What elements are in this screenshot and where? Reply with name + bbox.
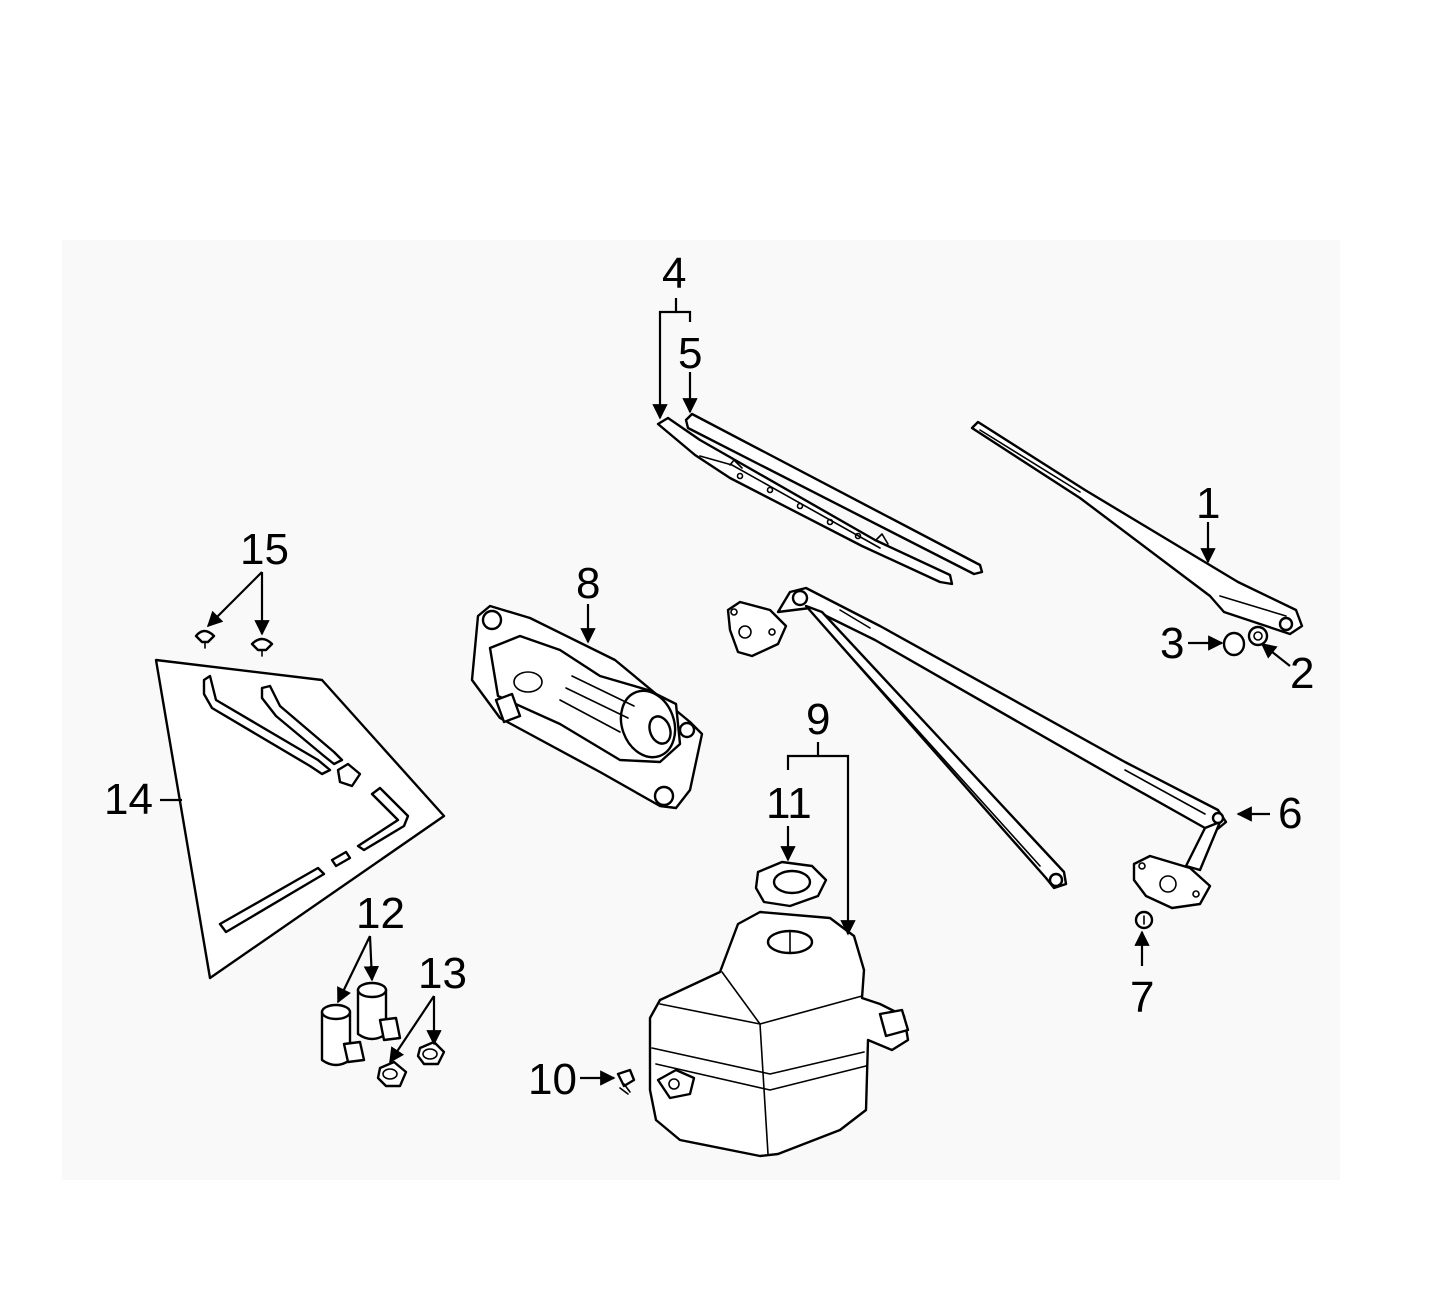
nut-part-2: [1247, 625, 1269, 647]
callout-10: 10: [528, 1055, 577, 1104]
callout-14: 14: [104, 775, 153, 824]
callout-8: 8: [576, 559, 600, 608]
wiper-blade-assembly: [656, 412, 984, 586]
reservoir-cap: [754, 860, 828, 908]
callout-2: 2: [1290, 649, 1314, 698]
grommet-part-13-b: [416, 1040, 446, 1066]
callout-9: 9: [806, 695, 830, 744]
callout-1: 1: [1196, 479, 1220, 528]
screw-part-10: [616, 1068, 636, 1095]
insulator-pad: [154, 658, 446, 980]
callout-12: 12: [356, 889, 405, 938]
callout-13: 13: [418, 949, 467, 998]
clip-part-15-a: [194, 629, 216, 649]
washer-pump-left: [320, 1003, 366, 1067]
callout-11: 11: [766, 779, 812, 828]
callout-5: 5: [678, 329, 702, 378]
washer-pump-right: [356, 981, 402, 1042]
clip-part-15-b: [250, 637, 274, 657]
wiper-linkage: [726, 586, 1228, 910]
clip-part-7: [1134, 910, 1154, 930]
callout-6: 6: [1278, 789, 1302, 838]
callout-3: 3: [1160, 619, 1184, 668]
callout-4: 4: [662, 249, 686, 298]
callout-7: 7: [1130, 973, 1154, 1022]
washer-reservoir: [648, 910, 910, 1158]
callout-15: 15: [240, 525, 289, 574]
wiper-arm-right: [970, 420, 1304, 636]
leader-lines: [160, 298, 1291, 1086]
wiper-motor: [470, 604, 704, 810]
cap-part-3: [1222, 631, 1246, 657]
